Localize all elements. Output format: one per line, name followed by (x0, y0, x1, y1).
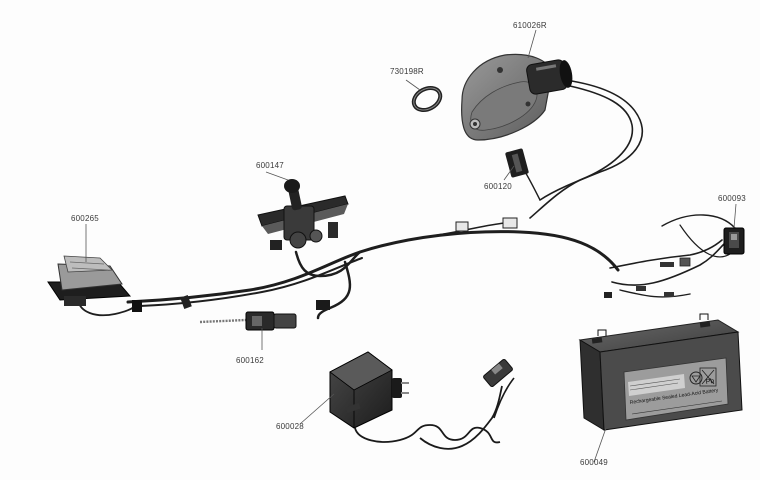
motor-connector-part (505, 148, 541, 201)
switch-part (723, 227, 745, 255)
gear-shifter-part (257, 179, 349, 250)
part-label-gear-shifter: 600147 (256, 161, 284, 170)
part-label-switch: 600093 (718, 194, 746, 203)
part-label-inline-switch: 600162 (236, 356, 264, 365)
part-label-charger: 600028 (276, 422, 304, 431)
foot-pedal-part (47, 255, 132, 306)
wire-harness (77, 79, 736, 320)
part-label-foot-pedal: 600265 (71, 214, 99, 223)
battery-chemistry: Pb (705, 378, 715, 386)
part-label-motor-connector: 600120 (484, 182, 512, 191)
harness-connectors (132, 217, 691, 312)
motor-gearbox-part (461, 53, 573, 141)
inline-switch-part (199, 311, 297, 331)
part-label-motor: 610026R (513, 21, 547, 30)
motor-ring-part (411, 85, 443, 113)
part-label-battery: 600049 (580, 458, 608, 467)
battery-part: Rechargeable Sealed Lead-Acid Battery Pb (578, 313, 743, 431)
charger-part (329, 351, 515, 450)
part-label-motor-ring: 730198R (390, 67, 424, 76)
leader-lines (85, 29, 737, 463)
